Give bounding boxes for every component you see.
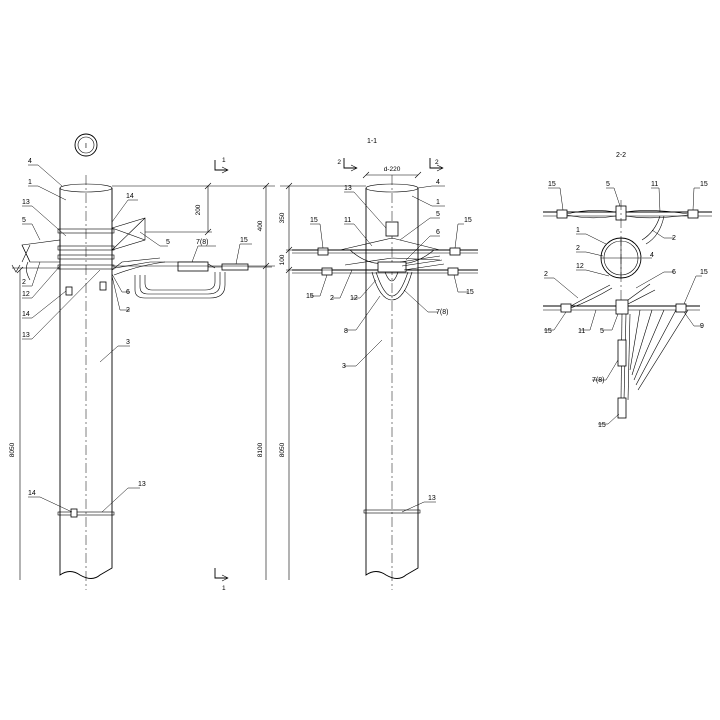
- svg-text:3: 3: [342, 363, 346, 370]
- svg-text:15: 15: [598, 422, 606, 429]
- svg-text:13: 13: [22, 332, 30, 339]
- svg-text:2: 2: [330, 295, 334, 302]
- svg-text:100: 100: [279, 254, 286, 265]
- callout-label: I: [85, 143, 87, 150]
- labels-a: 4 1 13 5 2 12 14 13 14 5 7(8) 15 6: [22, 158, 252, 513]
- svg-text:2: 2: [337, 159, 341, 166]
- svg-text:15: 15: [548, 181, 556, 188]
- view-c: 2-2: [543, 152, 712, 429]
- svg-text:6: 6: [436, 229, 440, 236]
- right-bracket-a: [111, 217, 272, 299]
- top-crossarm-c: [543, 205, 712, 245]
- svg-text:11: 11: [578, 328, 585, 335]
- svg-text:13: 13: [138, 481, 146, 488]
- svg-text:11: 11: [651, 181, 658, 188]
- svg-text:8050: 8050: [279, 442, 286, 457]
- view-a: I: [9, 133, 275, 592]
- svg-text:15: 15: [306, 293, 314, 300]
- svg-text:13: 13: [22, 199, 30, 206]
- left-bracket-a: [11, 239, 61, 281]
- svg-text:15: 15: [700, 269, 708, 276]
- svg-text:2: 2: [544, 271, 548, 278]
- svg-text:12: 12: [576, 263, 584, 270]
- view-c-title: 2-2: [616, 152, 626, 159]
- svg-text:1: 1: [576, 227, 580, 234]
- svg-text:200: 200: [195, 204, 202, 215]
- svg-text:4: 4: [436, 179, 440, 186]
- svg-text:4: 4: [650, 252, 654, 259]
- svg-text:14: 14: [126, 193, 134, 200]
- svg-text:8100: 8100: [257, 442, 264, 457]
- svg-text:2: 2: [672, 235, 676, 242]
- svg-text:350: 350: [279, 212, 286, 223]
- callout-circle: [74, 133, 98, 157]
- svg-text:6: 6: [672, 269, 676, 276]
- pole-b: [363, 175, 421, 590]
- dimensions-b: 350 100 8050 d-220 2 2: [279, 158, 444, 580]
- lower-crossarm-b: [292, 255, 478, 301]
- svg-text:15: 15: [700, 181, 708, 188]
- view-b-title: 1-1: [367, 138, 377, 145]
- svg-text:5: 5: [600, 328, 604, 335]
- svg-text:15: 15: [544, 328, 552, 335]
- pole-section-c: [600, 200, 642, 312]
- svg-text:11: 11: [344, 217, 351, 224]
- view-b: 1-1: [279, 138, 478, 590]
- svg-text:15: 15: [466, 289, 474, 296]
- svg-text:8050: 8050: [9, 442, 16, 457]
- svg-text:1: 1: [222, 585, 226, 592]
- upper-crossarm-b: [292, 237, 478, 266]
- section-marks-a: 1 1: [214, 157, 229, 592]
- svg-text:2: 2: [576, 245, 580, 252]
- svg-text:15: 15: [310, 217, 318, 224]
- svg-text:400: 400: [257, 220, 264, 231]
- svg-text:15: 15: [240, 237, 248, 244]
- svg-text:7(8): 7(8): [436, 309, 448, 316]
- svg-text:15: 15: [464, 217, 472, 224]
- labels-c: 15 5 11 15 1 2 2 4 12 6 2 15 15: [544, 181, 708, 429]
- svg-text:7(8): 7(8): [196, 239, 208, 246]
- svg-text:5: 5: [22, 217, 26, 224]
- svg-text:5: 5: [436, 211, 440, 218]
- dimensions-a: 200 400 8100 8050: [9, 182, 275, 580]
- coupling-box: [177, 261, 209, 272]
- svg-text:1: 1: [28, 179, 32, 186]
- svg-text:13: 13: [428, 495, 436, 502]
- cable-fan-c: [617, 309, 689, 419]
- svg-text:2: 2: [22, 279, 26, 286]
- svg-text:14: 14: [22, 311, 30, 318]
- svg-text:5: 5: [606, 181, 610, 188]
- svg-text:13: 13: [344, 185, 352, 192]
- svg-text:1: 1: [222, 157, 226, 164]
- svg-text:7(8): 7(8): [592, 377, 604, 384]
- pole-a: [57, 175, 115, 590]
- svg-text:9: 9: [700, 323, 704, 330]
- svg-text:4: 4: [28, 158, 32, 165]
- svg-text:6: 6: [126, 289, 130, 296]
- svg-text:3: 3: [126, 339, 130, 346]
- svg-text:2: 2: [435, 159, 439, 166]
- svg-text:14: 14: [28, 490, 36, 497]
- svg-text:1: 1: [436, 199, 440, 206]
- svg-text:8: 8: [344, 328, 348, 335]
- svg-text:2: 2: [126, 307, 130, 314]
- labels-b: 4 1 13 11 15 5 6 15 15 2 12 15 8: [306, 179, 474, 513]
- svg-text:12: 12: [350, 295, 358, 302]
- svg-text:12: 12: [22, 291, 30, 298]
- svg-text:5: 5: [166, 239, 170, 246]
- diameter-label: d-220: [384, 166, 401, 173]
